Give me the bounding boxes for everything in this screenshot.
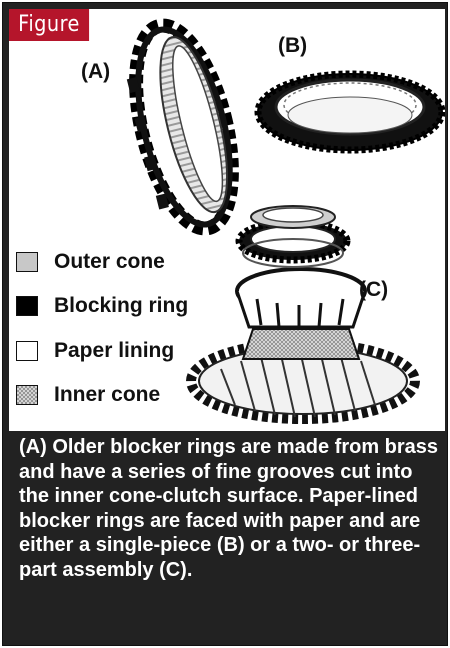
part-label-c: (C)	[359, 278, 389, 301]
legend-label: Paper lining	[54, 339, 175, 362]
part-label-b: (B)	[278, 34, 308, 57]
blocking-ring-swatch	[16, 296, 38, 316]
legend-label: Blocking ring	[54, 294, 189, 317]
assembly-c-drawing	[186, 205, 420, 424]
ring-a-drawing	[126, 18, 239, 236]
blocker-ring-illustration	[126, 18, 445, 424]
outer-cone-swatch	[16, 252, 38, 272]
figure-number-badge: Figure 2	[9, 9, 90, 69]
legend-label: Outer cone	[54, 250, 165, 273]
part-label-a: (A)	[81, 60, 111, 83]
paper-lining-swatch	[16, 341, 38, 361]
inner-cone-swatch	[16, 385, 38, 405]
figure-caption: (A) Older blocker rings are made from br…	[19, 436, 439, 581]
figure-illustration-area: Figure 2 (A) (B) (C) Outer cone Blocking…	[9, 9, 445, 431]
legend-label: Inner cone	[54, 383, 161, 406]
ring-b-drawing	[254, 70, 445, 154]
